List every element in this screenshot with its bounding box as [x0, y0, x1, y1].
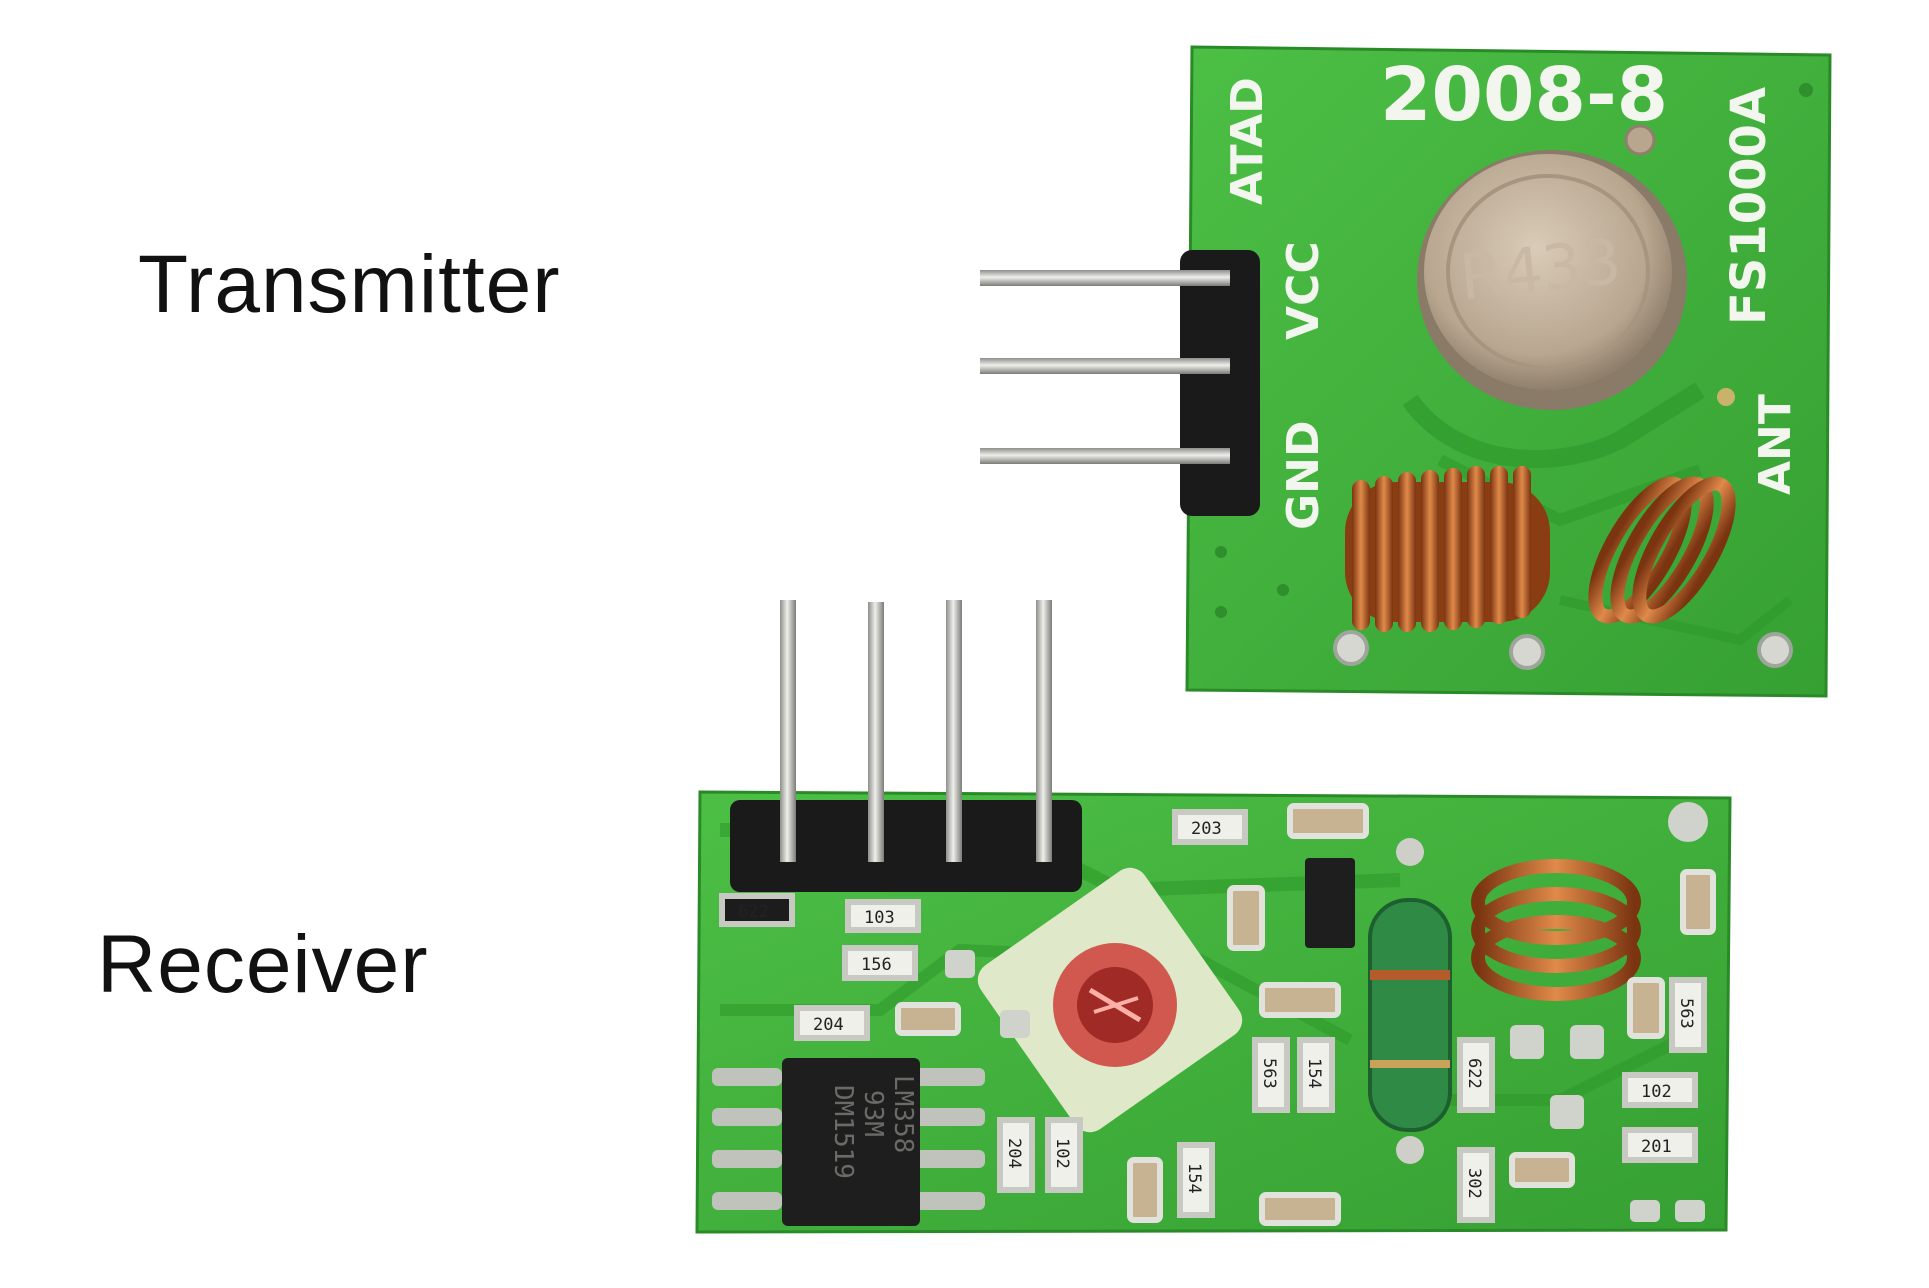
- rx-ic-marking-date: DM1519: [828, 1085, 858, 1179]
- rx-smd-label: 102: [1641, 1082, 1672, 1102]
- tx-pin-label-vcc: VCC: [1278, 241, 1329, 340]
- rx-trimmer-capacitor: [977, 867, 1243, 1133]
- tx-date-code: 2008-8: [1380, 52, 1668, 138]
- rx-smd-label: 563: [1676, 998, 1696, 1029]
- tx-antenna-label: ANT: [1750, 394, 1801, 495]
- rx-choke-inductor: [1368, 838, 1452, 1164]
- rx-smd-label: 203: [1191, 819, 1222, 839]
- receiver-board: LM358 93M DM1519: [695, 600, 1732, 1234]
- tx-coil-large: [1345, 466, 1550, 632]
- tx-crystal-marking: R433: [1456, 225, 1624, 314]
- rx-smd-label: 204: [813, 1015, 844, 1035]
- rx-pin-header: [730, 600, 1082, 892]
- rx-ic-marking-lot: 93M: [858, 1090, 888, 1137]
- rx-smd-label: 622: [738, 902, 769, 922]
- rx-smd-label: 154: [1304, 1058, 1324, 1089]
- rx-smd-label: 103: [864, 908, 895, 928]
- rx-transistor: [1305, 858, 1355, 948]
- rx-smd-components: 622 103 156 204 203 563: [719, 809, 1707, 1223]
- rx-smd-label: 156: [861, 955, 892, 975]
- tx-pin-label-gnd: GND: [1278, 421, 1329, 530]
- rx-smd-label: 622: [1464, 1058, 1484, 1089]
- tx-pin-header: [980, 250, 1260, 516]
- rx-smd-label: 302: [1464, 1168, 1484, 1199]
- rx-ic-chip: LM358 93M DM1519: [712, 1058, 985, 1226]
- rx-smd-label: 102: [1052, 1138, 1072, 1169]
- receiver-caption: Receiver: [97, 919, 429, 1010]
- rx-smd-label: 204: [1004, 1138, 1024, 1169]
- rx-smd-label: 201: [1641, 1137, 1672, 1157]
- tx-pin-label-data: ATAD: [1222, 77, 1273, 205]
- tx-coil-small: [1588, 476, 1736, 624]
- tx-model-label: FS1000A: [1721, 87, 1777, 325]
- rx-ic-marking-part: LM358: [888, 1075, 918, 1153]
- rx-coil: [1471, 859, 1641, 1001]
- rx-smd-label: 563: [1259, 1058, 1279, 1089]
- rx-smd-label: 154: [1184, 1163, 1204, 1194]
- transmitter-board: 2008-8 FS1000A ATAD VCC GND ANT R433: [980, 45, 1832, 698]
- transmitter-caption: Transmitter: [138, 239, 561, 330]
- tx-saw-resonator: R433: [1417, 124, 1687, 410]
